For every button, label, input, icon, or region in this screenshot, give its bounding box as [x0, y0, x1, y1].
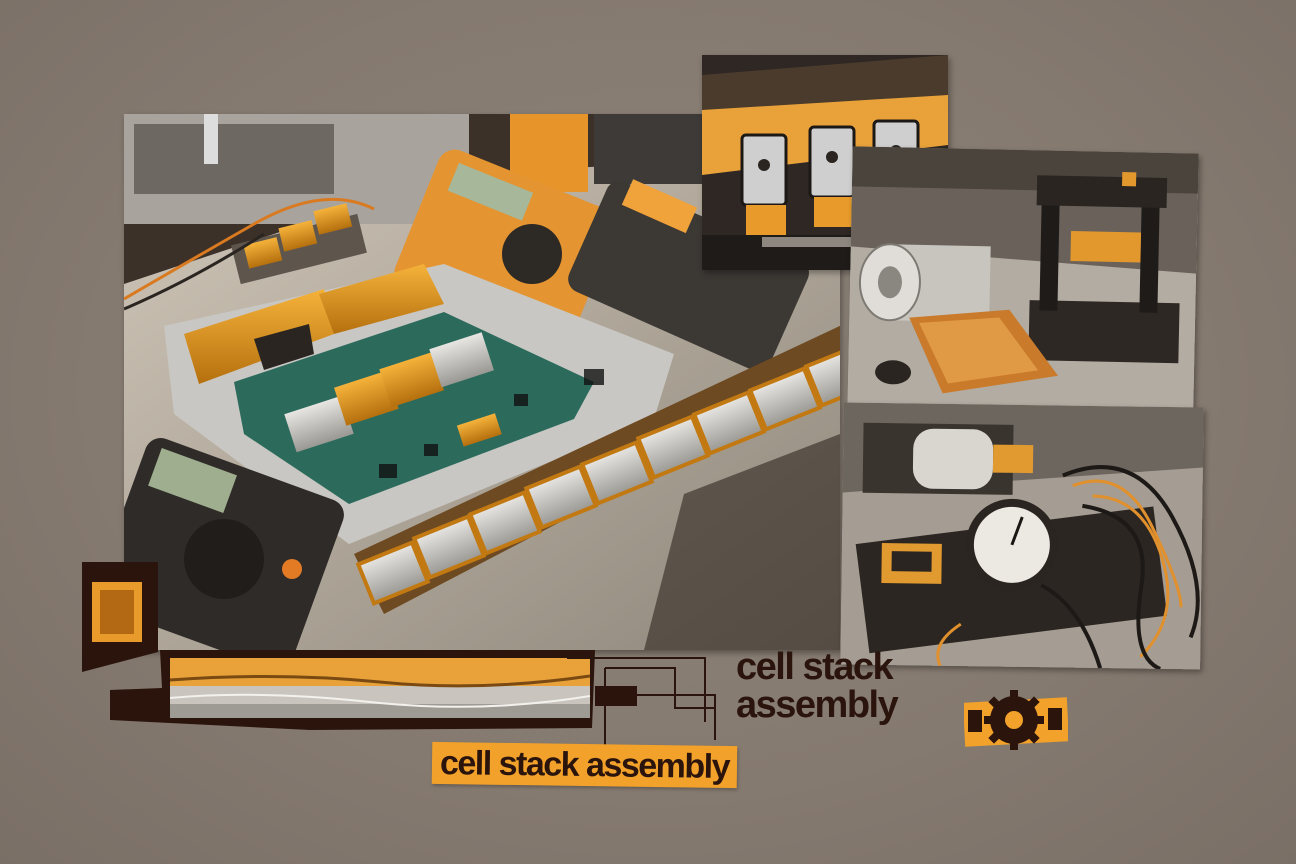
- title-cell-stack-assembly: cell stack assembly: [736, 646, 899, 726]
- photo-foil-press: [847, 146, 1199, 416]
- foil-strip-cutout: [80, 560, 600, 738]
- cell-strip: [354, 325, 840, 614]
- gear-icon: [962, 690, 1070, 750]
- title-line-1: cell stack: [736, 646, 894, 688]
- gear-badge: [962, 684, 1070, 756]
- title-line-2: assembly: [736, 684, 899, 726]
- press-scene: [847, 146, 1199, 416]
- orange-label-strip: cell stack assembly: [431, 741, 738, 789]
- gauge-scene: [840, 402, 1204, 670]
- photo-pressure-gauge: [840, 402, 1204, 670]
- foil-strip-graphic: [82, 562, 595, 730]
